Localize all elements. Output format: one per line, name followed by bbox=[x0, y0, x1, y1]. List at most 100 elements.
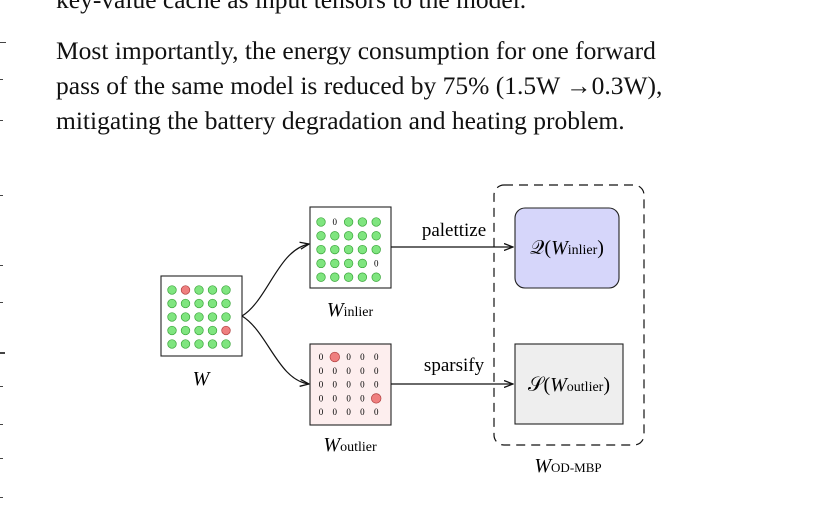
zero-entry: 0 bbox=[374, 407, 379, 417]
zero-entry: 0 bbox=[319, 380, 324, 390]
zero-entry: 0 bbox=[374, 380, 379, 390]
zero-entry: 0 bbox=[360, 366, 365, 376]
inlier-weight-dot bbox=[221, 339, 231, 349]
inlier-weight-dot bbox=[194, 325, 204, 336]
zero-entry: 0 bbox=[346, 407, 351, 417]
inlier-weight-dot bbox=[316, 231, 326, 241]
inlier-label: Winlier bbox=[327, 299, 374, 321]
outlier-weight-dot bbox=[180, 285, 191, 295]
inlier-weight-dot bbox=[343, 231, 354, 241]
inlier-weight-dot bbox=[371, 272, 381, 282]
margin-mark bbox=[0, 424, 3, 425]
inlier-weight-dot bbox=[330, 231, 340, 241]
paragraph-line-0: key-value cache as input tensors to the … bbox=[56, 0, 526, 17]
zero-entry: 0 bbox=[360, 352, 365, 362]
zero-entry: 0 bbox=[360, 380, 365, 390]
w-label: W bbox=[193, 368, 212, 390]
zero-entry: 0 bbox=[374, 366, 379, 376]
s-box-label: 𝒮(Woutlier) bbox=[528, 374, 610, 396]
margin-mark bbox=[0, 302, 3, 303]
inlier-weight-dot bbox=[194, 312, 204, 322]
zero-entry: 0 bbox=[346, 393, 351, 403]
sparsify-label: sparsify bbox=[424, 355, 485, 376]
inlier-weight-dot bbox=[330, 272, 340, 282]
inlier-weight-dot bbox=[207, 285, 218, 295]
zero-entry: 0 bbox=[346, 352, 351, 362]
zero-entry: 0 bbox=[333, 366, 338, 376]
split-arrow-outlier bbox=[241, 315, 309, 384]
outlier-weight-dot bbox=[221, 325, 231, 336]
inlier-weight-dot bbox=[167, 312, 177, 322]
inlier-weight-dot bbox=[180, 339, 191, 349]
inlier-weight-dot bbox=[316, 244, 326, 255]
zero-entry: 0 bbox=[319, 393, 324, 403]
inlier-weight-dot bbox=[194, 298, 204, 309]
inlier-weight-dot bbox=[371, 231, 381, 241]
od-mbp-group-box bbox=[493, 184, 645, 446]
inlier-weight-dot bbox=[194, 285, 204, 295]
margin-mark bbox=[0, 386, 3, 387]
margin-mark bbox=[0, 79, 3, 80]
margin-mark bbox=[0, 458, 3, 459]
od-mbp-label: WOD-MBP bbox=[534, 455, 601, 477]
inlier-weight-dot bbox=[371, 244, 381, 255]
margin-mark bbox=[0, 42, 6, 43]
inlier-weight-dot bbox=[357, 258, 368, 269]
inlier-weight-dot bbox=[180, 298, 191, 309]
inlier-weight-dot bbox=[316, 258, 326, 269]
zero-entry: 0 bbox=[333, 407, 338, 417]
outlier-weight-dot bbox=[371, 393, 382, 404]
inlier-weight-dot bbox=[330, 244, 340, 255]
inlier-weight-dot bbox=[357, 217, 368, 227]
inlier-weight-dot bbox=[221, 298, 231, 309]
inlier-weight-dot bbox=[330, 258, 340, 269]
paragraph-line-2: pass of the same model is reduced by 75%… bbox=[56, 71, 663, 100]
inlier-weight-dot bbox=[343, 217, 354, 227]
inlier-weight-dot bbox=[343, 258, 354, 269]
inlier-weight-dot bbox=[357, 244, 368, 255]
zero-entry: 0 bbox=[319, 407, 324, 417]
inlier-weight-dot bbox=[167, 339, 177, 349]
paragraph-line-1: Most importantly, the energy consumption… bbox=[56, 36, 656, 65]
inlier-weight-dot bbox=[316, 272, 326, 282]
zero-entry: 0 bbox=[319, 366, 324, 376]
outlier-weight-dot bbox=[329, 351, 340, 363]
zero-entry: 0 bbox=[374, 258, 379, 268]
palettize-label: palettize bbox=[422, 220, 486, 241]
margin-mark bbox=[0, 120, 3, 121]
inlier-weight-dot bbox=[357, 231, 368, 241]
zero-entry: 0 bbox=[360, 407, 365, 417]
zero-entry: 0 bbox=[346, 380, 351, 390]
inlier-weight-dot bbox=[167, 285, 177, 295]
margin-mark bbox=[0, 265, 3, 266]
zero-entry: 0 bbox=[346, 366, 351, 376]
inlier-weight-dot bbox=[207, 312, 218, 322]
zero-entry: 0 bbox=[333, 393, 338, 403]
outlier-matrix-frame bbox=[309, 343, 392, 426]
zero-entry: 0 bbox=[374, 352, 379, 362]
zero-entry: 0 bbox=[319, 352, 324, 362]
q-box bbox=[514, 207, 620, 289]
inlier-weight-dot bbox=[180, 312, 191, 322]
inlier-weight-dot bbox=[357, 272, 368, 282]
inlier-weight-dot bbox=[194, 339, 204, 349]
outlier-label: Woutlier bbox=[323, 434, 377, 456]
w-matrix-dots bbox=[167, 285, 231, 349]
margin-mark bbox=[0, 195, 3, 196]
inlier-weight-dot bbox=[207, 339, 218, 349]
inlier-weight-dot bbox=[371, 217, 381, 227]
zero-entry: 0 bbox=[333, 380, 338, 390]
zero-entry: 0 bbox=[360, 393, 365, 403]
inlier-weight-dot bbox=[167, 298, 177, 309]
margin-mark bbox=[0, 497, 3, 498]
inlier-weight-dot bbox=[221, 285, 231, 295]
inlier-weight-dot bbox=[207, 298, 218, 309]
s-box bbox=[514, 343, 624, 425]
inlier-weight-dot bbox=[167, 325, 177, 336]
margin-mark bbox=[0, 352, 5, 354]
zero-entry: 0 bbox=[333, 217, 338, 227]
inlier-weight-dot bbox=[343, 272, 354, 282]
inlier-weight-dot bbox=[221, 312, 231, 322]
